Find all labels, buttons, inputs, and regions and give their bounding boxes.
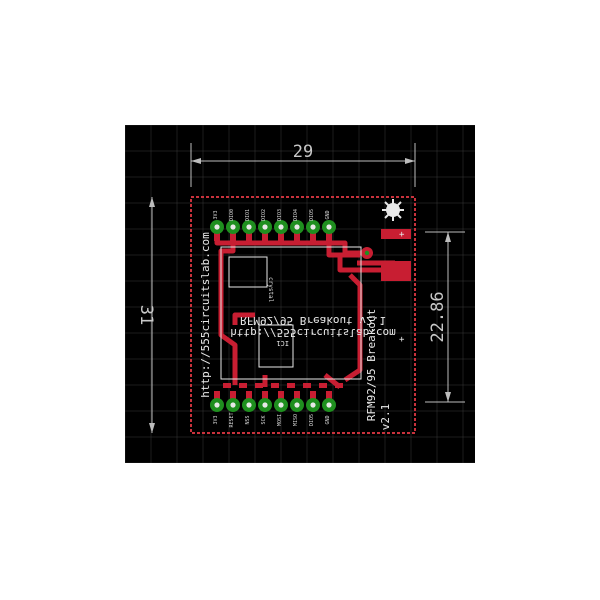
pad-drill (310, 402, 316, 408)
pcb-canvas[interactable]: 29 31 22.86 (125, 125, 475, 463)
url-vertical: http://555circuitslab.com (199, 232, 212, 398)
ic-pad (303, 383, 311, 388)
silkscreen (220, 246, 362, 380)
trace (343, 273, 363, 383)
pad-drill (278, 224, 284, 230)
crystal-outline (228, 256, 268, 288)
pin-label: DIO1 (245, 209, 251, 221)
dimension-arrow-top-inner (445, 232, 451, 242)
antenna-pad (381, 229, 411, 239)
pad-drill (278, 402, 284, 408)
dimension-height-outer: 31 (136, 197, 156, 433)
pin-label: GND (325, 415, 331, 424)
dimension-arrow-right (405, 158, 415, 164)
via-drill (364, 250, 370, 256)
dimension-arrow-bottom (149, 423, 155, 433)
ic-pad (271, 383, 279, 388)
ic-pad (287, 383, 295, 388)
pin-label: SCK (261, 415, 267, 424)
url-mirrored: http://555circuitslab.com (230, 326, 396, 339)
pin-label: RESET (229, 412, 235, 427)
pin-label: MOSI (277, 414, 283, 426)
pad-drill (262, 402, 268, 408)
pad-drill (214, 402, 220, 408)
pad-drill (214, 224, 220, 230)
antenna-pad-icon (361, 229, 411, 281)
pad-drill (294, 402, 300, 408)
pin-label: MISO (293, 414, 299, 426)
crystal-label: crystal (267, 277, 274, 303)
mounting-hole-teeth (382, 199, 404, 221)
board-outline[interactable] (190, 196, 416, 434)
rf-module-outline (220, 246, 362, 380)
ic-pad (223, 383, 231, 388)
pin-label: DIO5 (309, 414, 315, 426)
plus-sign: + (399, 230, 405, 240)
antenna-pad (381, 271, 411, 281)
pin-label: 3V3 (213, 210, 219, 219)
pin-label: DIO5 (309, 209, 315, 221)
pin-label: 3V3 (213, 415, 219, 424)
dimension-height-outer-label: 31 (136, 305, 156, 325)
pin-label: NSS (245, 415, 251, 424)
trace (326, 245, 360, 258)
pad-drill (230, 402, 236, 408)
dimension-width: 29 (190, 142, 416, 187)
pcb-viewport[interactable]: 29 31 22.86 (125, 125, 475, 463)
pad-drill (246, 402, 252, 408)
dimension-height-inner-label: 22.86 (428, 291, 448, 342)
pin-label: DIO4 (293, 209, 299, 221)
title-line1: RFM92/95 Breakout (365, 309, 378, 422)
trace (232, 312, 255, 325)
dimension-arrow-left (191, 158, 201, 164)
dimension-height-inner: 22.86 (425, 231, 465, 403)
dimension-arrow-top (149, 197, 155, 207)
pads (210, 220, 343, 412)
pad-drill (246, 224, 252, 230)
title-line2: v2.1 (379, 404, 392, 431)
plus-sign-lower: + (399, 335, 405, 345)
pad-drill (310, 224, 316, 230)
ic-pad (335, 383, 343, 388)
pin-label: DIO2 (261, 209, 267, 221)
pad-drill (294, 224, 300, 230)
grid (125, 125, 475, 463)
pad-drill (262, 224, 268, 230)
title-mirrored: RFM92/95 Breakout v2.1 (240, 314, 386, 327)
ic1-label: IC1 (276, 339, 289, 347)
canvas-background (125, 125, 475, 463)
trace (337, 253, 387, 273)
pad-drill (326, 402, 332, 408)
pad-drill (326, 224, 332, 230)
pad-drill (230, 224, 236, 230)
dimension-arrow-bottom-inner (445, 392, 451, 402)
ic-pad (239, 383, 247, 388)
ic1-outline (258, 324, 294, 368)
pin-label: DIO0 (229, 209, 235, 221)
antenna-pad (381, 261, 411, 271)
gear-icon (382, 199, 404, 221)
ic-pad (255, 383, 263, 388)
dimension-width-label: 29 (293, 142, 313, 162)
ic-pad (319, 383, 327, 388)
pin-label: DIO3 (277, 209, 283, 221)
pin-label: GND (325, 210, 331, 219)
